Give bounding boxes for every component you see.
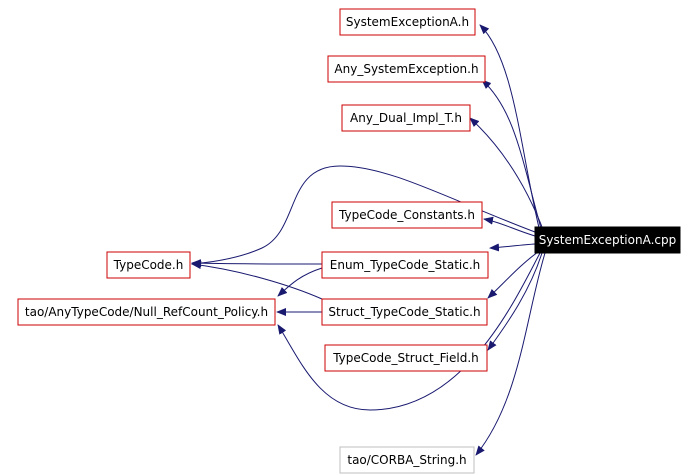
node-box — [17, 298, 276, 326]
node-box — [341, 104, 471, 132]
node-label: TypeCode_Constants.h — [338, 208, 475, 222]
node-label: SystemExceptionA.h — [346, 15, 469, 29]
node-nullref[interactable]: tao/AnyTypeCode/Null_RefCount_Policy.h — [17, 298, 276, 326]
node-any_sysexc[interactable]: Any_SystemException.h — [327, 55, 486, 83]
node-label: TypeCode_Struct_Field.h — [332, 351, 479, 365]
node-box — [339, 446, 475, 474]
edge-enum_tc-to-nullref — [277, 267, 323, 297]
root-node[interactable]: SystemExceptionA.cpp — [534, 226, 681, 254]
edge-root-to-tc_const — [483, 216, 536, 237]
node-tc_const[interactable]: TypeCode_Constants.h — [331, 201, 483, 229]
node-label: Any_Dual_Impl_T.h — [350, 111, 462, 125]
node-box — [534, 226, 681, 254]
node-label: Enum_TypeCode_Static.h — [330, 258, 481, 272]
edge-root-to-tc_field — [487, 252, 543, 351]
edge-root-to-any_dual — [469, 117, 545, 233]
node-box — [324, 344, 488, 372]
edge-root-to-struct_tc — [487, 251, 539, 299]
edge-root-to-nullref — [277, 252, 541, 411]
node-typecode[interactable]: TypeCode.h — [106, 251, 191, 279]
node-corba_str[interactable]: tao/CORBA_String.h — [339, 446, 475, 474]
node-label: tao/CORBA_String.h — [347, 453, 466, 467]
edge-enum_tc-to-typecode — [191, 259, 323, 268]
node-box — [321, 298, 488, 326]
node-enum_tc[interactable]: Enum_TypeCode_Static.h — [321, 251, 489, 279]
edge-struct_tc-to-typecode — [191, 261, 323, 300]
edges-layer — [191, 24, 546, 456]
edge-root-to-enum_tc — [489, 243, 536, 252]
node-box — [339, 8, 476, 36]
node-box — [321, 251, 489, 279]
node-struct_tc[interactable]: Struct_TypeCode_Static.h — [321, 298, 488, 326]
node-label: tao/AnyTypeCode/Null_RefCount_Policy.h — [25, 305, 268, 319]
edge-root-to-typecode — [191, 165, 536, 268]
edge-root-to-sysexc_h — [479, 24, 541, 233]
node-box — [327, 55, 486, 83]
node-any_dual[interactable]: Any_Dual_Impl_T.h — [341, 104, 471, 132]
edge-root-to-corba_str — [475, 252, 546, 456]
nodes-layer: SystemExceptionA.hAny_SystemException.hA… — [17, 8, 681, 474]
node-label: Struct_TypeCode_Static.h — [328, 305, 480, 319]
node-label: Any_SystemException.h — [334, 62, 478, 76]
node-label: SystemExceptionA.cpp — [539, 233, 676, 247]
edge-root-to-any_sysexc — [481, 79, 543, 233]
node-box — [331, 201, 483, 229]
node-label: TypeCode.h — [113, 258, 184, 272]
node-sysexc_h[interactable]: SystemExceptionA.h — [339, 8, 476, 36]
node-tc_field[interactable]: TypeCode_Struct_Field.h — [324, 344, 488, 372]
node-box — [106, 251, 191, 279]
